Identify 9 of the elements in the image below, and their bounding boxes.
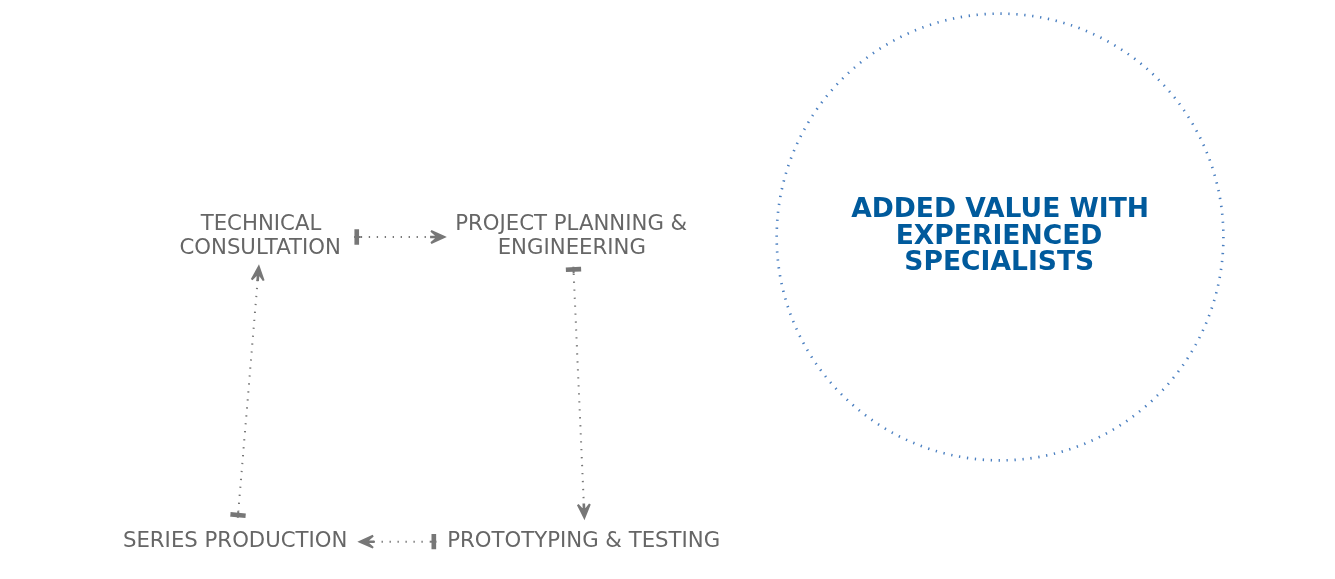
node-text: SERIES PRODUCTION — [122, 526, 347, 552]
arrow — [229, 265, 265, 519]
node-text: PROTOTYPING & TESTING — [446, 526, 720, 552]
arrow — [358, 534, 437, 550]
arrow — [565, 265, 591, 519]
node-text: TECHNICAL CONSULTATION — [178, 210, 341, 260]
arrow — [352, 229, 445, 245]
node-text: PROJECT PLANNING & ENGINEERING — [454, 210, 687, 260]
node-circle: ADDED VALUE WITH EXPERIENCED SPECIALISTS — [774, 12, 1225, 462]
